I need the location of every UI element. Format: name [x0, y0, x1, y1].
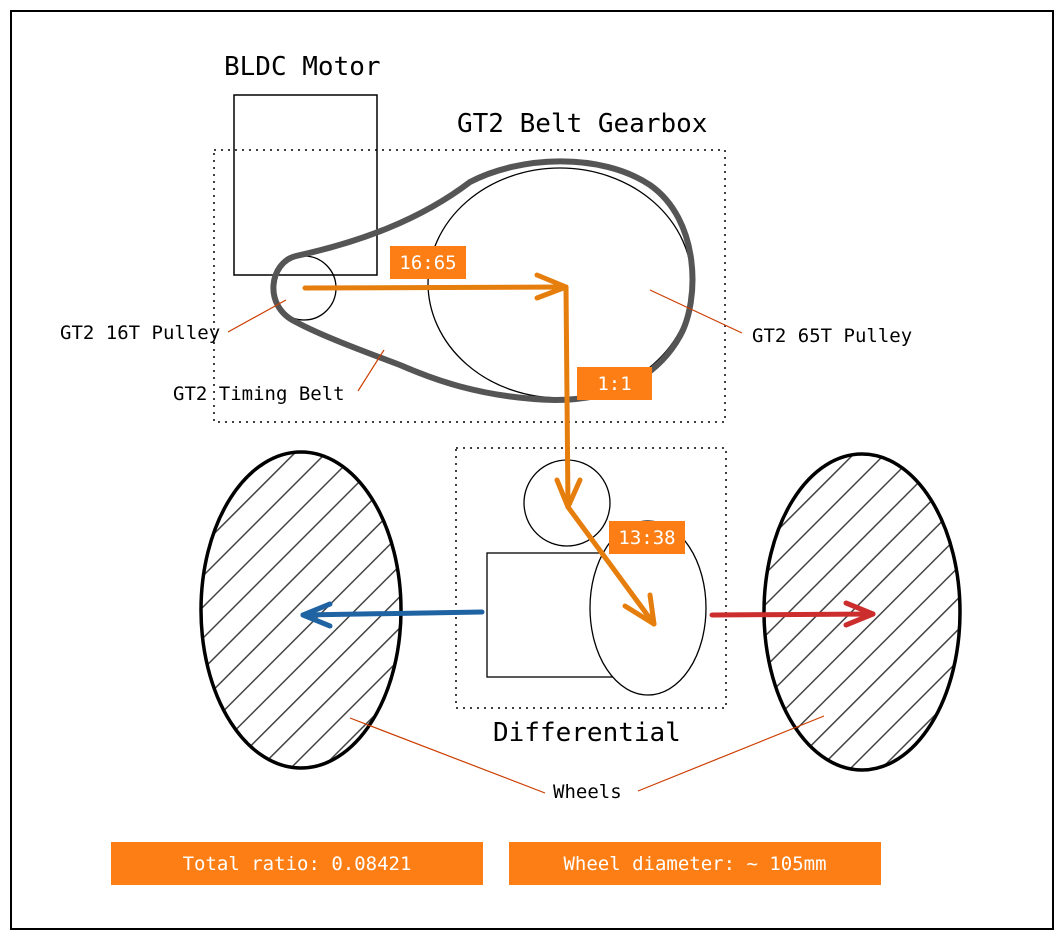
gearbox-region	[213, 149, 726, 423]
belt-label: GT2 Timing Belt	[173, 383, 345, 405]
motor-body	[233, 94, 378, 276]
motor-title: BLDC Motor	[224, 52, 381, 82]
arrow-head-3	[622, 592, 657, 627]
leader-small-pulley	[227, 299, 287, 333]
belt-ratio-tag: 16:65	[390, 246, 466, 279]
diff-ratio-tag: 13:38	[609, 521, 685, 554]
wheel-diameter-box: Wheel diameter: ~ 105mm	[509, 842, 881, 885]
arrow-shaft-down	[563, 284, 571, 510]
small-pulley-label: GT2 16T Pulley	[60, 322, 221, 344]
leader-belt	[357, 349, 385, 392]
power-flow-arrows	[302, 272, 657, 627]
leader-lines	[227, 289, 825, 794]
large-pulley-label: GT2 65T Pulley	[752, 325, 913, 347]
total-ratio-box: Total ratio: 0.08421	[111, 842, 483, 885]
leader-right-wheel	[637, 715, 825, 792]
arrow-motor-to-large-pulley	[302, 284, 569, 291]
left-wheel	[199, 450, 403, 770]
gearbox-title: GT2 Belt Gearbox	[457, 109, 708, 139]
outer-frame	[10, 10, 1054, 930]
differential-title: Differential	[493, 718, 681, 748]
leader-large-pulley	[649, 289, 743, 334]
shaft-ratio-tag: 1:1	[577, 367, 652, 400]
leader-left-wheel	[349, 717, 546, 794]
arrow-pinion-to-ring	[565, 504, 657, 627]
wheels-label: Wheels	[553, 781, 622, 803]
differential-region	[455, 447, 727, 709]
left-output-arrow	[300, 601, 485, 629]
right-output-arrow	[709, 600, 876, 628]
timing-belt	[270, 158, 696, 403]
